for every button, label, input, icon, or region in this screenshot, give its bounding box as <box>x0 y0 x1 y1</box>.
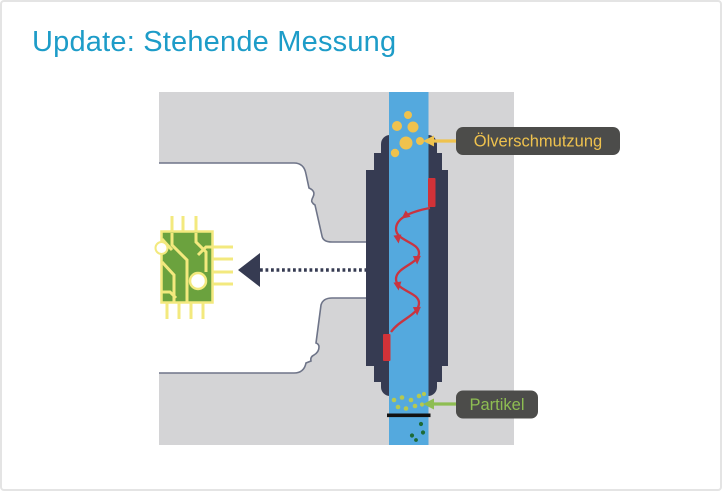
measurement-line <box>387 413 431 418</box>
particle-dots-light <box>391 391 427 411</box>
oil-callout: Ölverschmutzung <box>423 127 620 155</box>
oil-droplets <box>390 111 424 158</box>
page-title: Update: Stehende Messung <box>32 26 397 58</box>
signal-wave-arrowheads <box>393 210 421 316</box>
oil-callout-label-bg <box>456 127 620 155</box>
oil-callout-arrowhead <box>423 135 434 147</box>
transducer-lower <box>383 334 391 361</box>
oil-callout-label: Ölverschmutzung <box>474 133 602 151</box>
transducers <box>383 178 436 361</box>
pcb-pins <box>165 216 233 319</box>
particle-callout-label: Partikel <box>469 396 524 414</box>
particle-callout: Partikel <box>423 390 538 419</box>
ultrasonic-signal-path <box>390 206 431 333</box>
particle-callout-arrowhead <box>423 398 434 410</box>
pcb-pad-small <box>154 241 169 255</box>
pcb-pad <box>188 271 208 291</box>
signal-arrowhead <box>238 253 260 287</box>
particle-dots-dark <box>409 421 426 442</box>
transducer-upper <box>428 178 436 207</box>
particle-callout-label-bg <box>456 390 538 419</box>
pcb-icon <box>154 216 233 319</box>
signal-arrow <box>238 253 366 287</box>
